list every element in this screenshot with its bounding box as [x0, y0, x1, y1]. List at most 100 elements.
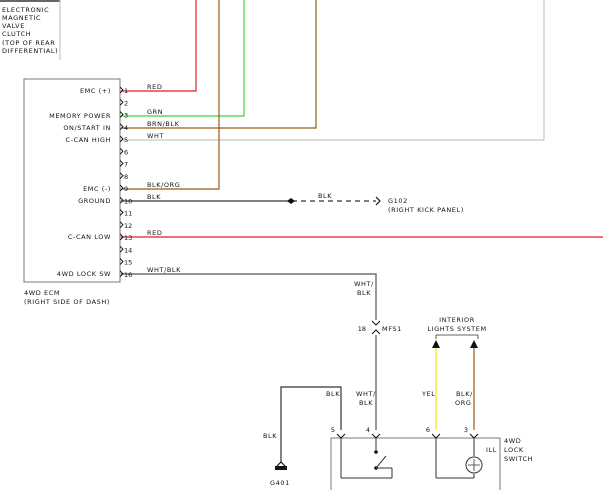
lock-switch-outline — [330, 437, 501, 490]
wire-label-whtblk: WHT/BLK — [147, 266, 181, 274]
ecm-label-ccan-low: C-CAN LOW — [68, 233, 111, 241]
switch-name-line3: SWITCH — [504, 455, 533, 463]
ecm-pin-number: 3 — [124, 112, 128, 120]
mfs1-name: MFS1 — [382, 325, 402, 333]
ecm-location: (RIGHT SIDE OF DASH) — [24, 298, 110, 306]
ecm-pin-mark — [119, 209, 124, 216]
wire-label-grn: GRN — [147, 108, 163, 116]
top-component-line: DIFFERENTIAL) — [2, 47, 58, 55]
mfs1-pin: 18 — [358, 325, 366, 333]
mfs1-connector-top — [371, 320, 381, 326]
ecm-wires — [121, 0, 603, 430]
top-component-line: (TOP OF REAR — [2, 39, 55, 47]
ecm-pin-number: 5 — [124, 136, 128, 144]
ecm-label-memory-power: MEMORY POWER — [49, 112, 111, 120]
lamp-ill-label: ILL — [486, 446, 497, 454]
ecm-pin-number: 11 — [124, 210, 132, 218]
ecm-left-labels: EMC (+) MEMORY POWER ON/START IN C-CAN H… — [49, 87, 111, 278]
ecm-pin-mark — [119, 160, 124, 167]
splice-diamond — [287, 198, 295, 204]
ecm-label-emc-plus: EMC (+) — [80, 87, 111, 95]
switch-pin-4: 4 — [366, 426, 370, 434]
wire-whtblk-4wd-lock — [121, 273, 377, 320]
ecm-pin-number: 2 — [124, 99, 128, 107]
wire-label-red-13: RED — [147, 229, 162, 237]
switch-pin-5: 5 — [331, 426, 335, 434]
ecm-pin-number: 4 — [124, 124, 128, 132]
switch-pin-mark-4 — [371, 433, 381, 439]
ecm-pin-mark — [119, 258, 124, 265]
ecm-label-onstart: ON/START IN — [63, 124, 111, 132]
top-component: ELECTRONIC MAGNETIC VALVE CLUTCH (TOP OF… — [0, 0, 60, 55]
wire-label-blkorg-1: BLK/ — [456, 390, 473, 398]
wire-label-yel: YEL — [421, 390, 436, 398]
switch-lever — [375, 455, 387, 469]
ecm-pin-mark — [119, 98, 124, 106]
ecm-pin-number: 14 — [124, 246, 132, 254]
switch-pin-6: 6 — [426, 426, 430, 434]
ecm-pin-mark — [119, 135, 124, 143]
ecm-pin-number: 10 — [124, 197, 132, 205]
ground-arrow-g102 — [375, 196, 381, 206]
switch-pin-mark-5 — [336, 433, 346, 439]
ecm-pin-mark — [119, 196, 124, 204]
mfs1-connector-bottom — [371, 329, 381, 335]
interior-lights-line2: LIGHTS SYSTEM — [427, 325, 486, 333]
ecm-pin-mark — [119, 111, 124, 118]
ecm-pin-mark — [119, 123, 124, 131]
lamp-filament-icon — [468, 459, 480, 471]
top-component-line: CLUTCH — [2, 30, 31, 38]
switch-name-line2: LOCK — [504, 446, 524, 454]
ecm-pin-number: 16 — [124, 271, 132, 279]
ecm-box — [23, 78, 121, 283]
ecm-label-ground: GROUND — [78, 197, 111, 205]
g401-ground-icon — [275, 466, 287, 470]
switch-contact-top — [374, 450, 378, 454]
wire-blkorg-emc-minus — [121, 0, 220, 190]
vertical-wire-label-1: WHT/ — [354, 280, 374, 288]
g102-name: G102 — [388, 197, 408, 205]
wire-label-blkorg-2: ORG — [455, 399, 471, 407]
ecm-pin-number: 6 — [124, 148, 128, 156]
wire-blk-g401 — [280, 386, 342, 462]
ecm-pin-mark — [119, 221, 124, 229]
ecm-pin-mark — [119, 147, 124, 155]
g401-name: G401 — [270, 479, 290, 487]
g401-arrow — [276, 461, 286, 467]
g102-location: (RIGHT KICK PANEL) — [388, 206, 464, 214]
vertical-wire-label-2: BLK — [357, 289, 371, 297]
switch-pin-mark-3 — [469, 433, 479, 439]
interior-lights-line1: INTERIOR — [439, 316, 475, 324]
wire-label-whtblk-lower-2: BLK — [359, 399, 373, 407]
wire-brnblk-onstart — [121, 0, 317, 129]
ecm-label-emc-minus: EMC (-) — [83, 185, 111, 193]
wire-label-blkorg: BLK/ORG — [147, 181, 180, 189]
wire-label-whtblk-lower-1: WHT/ — [356, 390, 376, 398]
ecm-pin-number: 7 — [124, 161, 128, 169]
switch-pin-3: 3 — [464, 426, 468, 434]
ecm-pin-mark — [119, 172, 124, 180]
arrow-up-blkorg — [470, 340, 478, 348]
ecm-label-4wd-lock-sw: 4WD LOCK SW — [57, 270, 111, 278]
wire-label-red-1: RED — [147, 83, 162, 91]
ecm-pin-mark — [119, 270, 124, 278]
ecm-pin-number: 12 — [124, 222, 132, 230]
wire-label-blk-a: BLK — [326, 390, 340, 398]
ecm-pin-mark — [119, 233, 124, 241]
top-component-line: MAGNETIC — [2, 14, 41, 22]
ecm-pin-mark — [119, 184, 124, 192]
ecm-pin-number: 1 — [124, 87, 128, 95]
wire-grn-memory-power — [121, 0, 245, 117]
ecm-pin-number: 8 — [124, 173, 128, 181]
g102-wire-label: BLK — [318, 192, 332, 200]
arrow-up-yel — [432, 340, 440, 348]
ecm-pin-number: 9 — [124, 185, 128, 193]
ecm-label-ccan-high: C-CAN HIGH — [65, 136, 111, 144]
wire-label-blk: BLK — [147, 193, 161, 201]
top-component-line: VALVE — [2, 22, 25, 30]
top-component-line: ELECTRONIC — [2, 6, 49, 14]
ecm-pin-mark — [119, 86, 124, 94]
